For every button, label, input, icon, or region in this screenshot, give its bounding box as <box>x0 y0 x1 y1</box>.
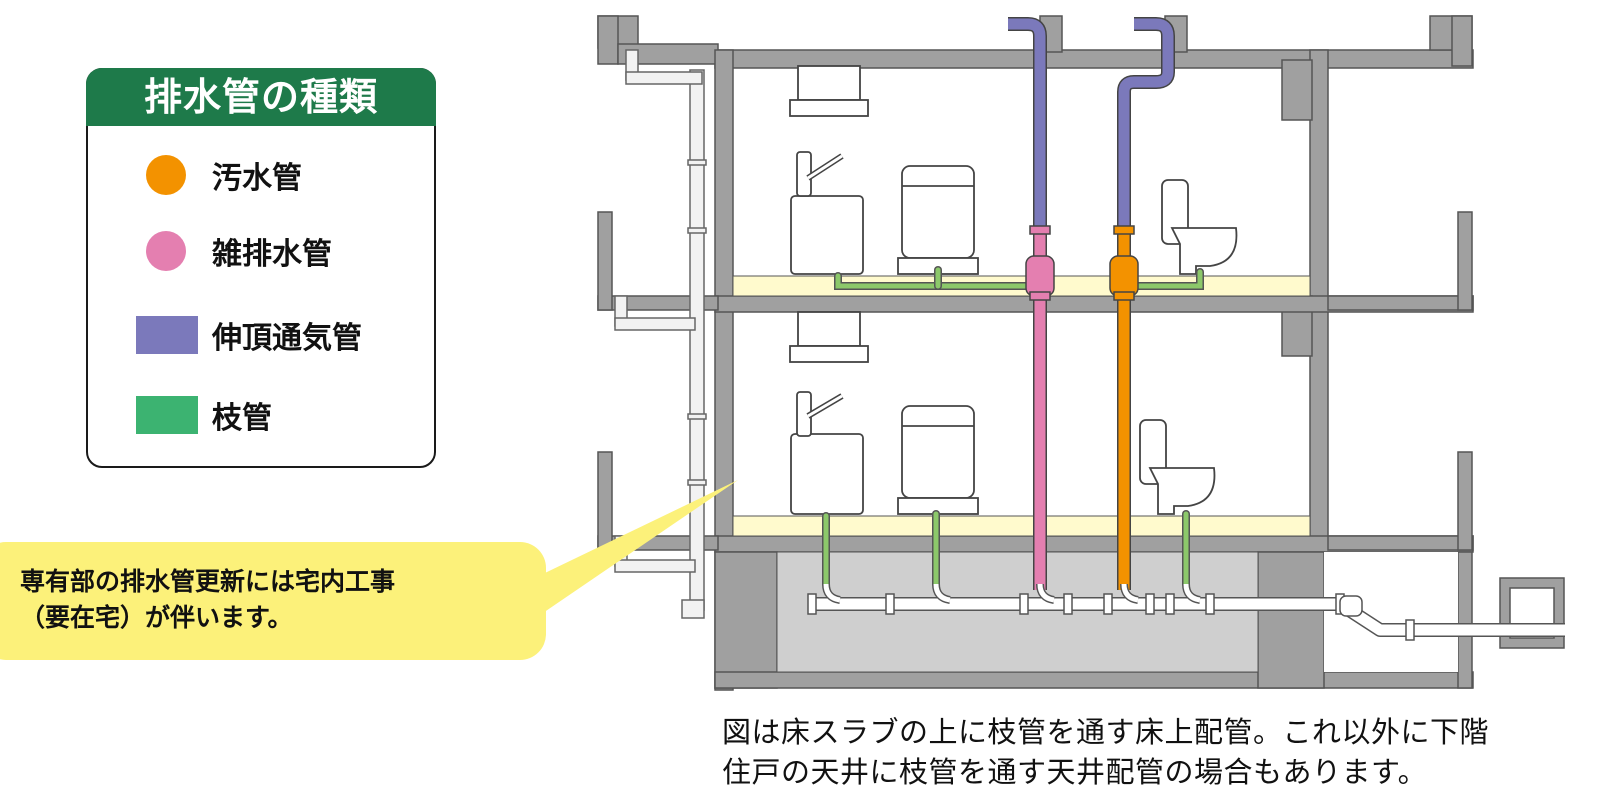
pipe-type-legend: 排水管の種類 汚水管 雑排水管 伸頂通気管 枝管 <box>86 68 436 468</box>
main-drain-pipe <box>807 583 1565 641</box>
toilet-icon <box>1139 419 1216 515</box>
callout-pointer <box>520 480 738 615</box>
purple-square-icon <box>136 316 198 354</box>
legend-label: 伸頂通気管 <box>212 321 362 356</box>
legend-label: 汚水管 <box>212 161 302 196</box>
pink-circle-icon <box>146 231 186 271</box>
legend-item-grey-water: 雑排水管 <box>128 226 332 276</box>
kitchen-sink-icon <box>790 433 864 515</box>
caption-line-2: 住戸の天井に枝管を通す天井配管の場合もあります。 <box>722 755 1428 789</box>
lower-floor-finish <box>732 515 1311 537</box>
orange-circle-icon <box>146 155 186 195</box>
green-square-icon <box>136 396 198 434</box>
washing-machine-icon <box>901 165 975 259</box>
callout-box: 専有部の排水管更新には宅内工事 （要在宅）が伴います。 <box>0 542 546 660</box>
legend-title: 排水管の種類 <box>86 68 436 126</box>
washing-machine-icon <box>901 405 975 499</box>
kitchen-sink-icon <box>790 195 864 275</box>
callout-line-1: 専有部の排水管更新には宅内工事 <box>20 567 396 596</box>
legend-item-vent: 伸頂通気管 <box>128 310 362 360</box>
legend-label: 枝管 <box>212 401 272 436</box>
pit-space <box>776 551 1259 673</box>
sewage-stack <box>1109 225 1139 590</box>
concrete-structure <box>597 15 1565 691</box>
diagram-caption: 図は床スラブの上に枝管を通す床上配管。これ以外に下階 住戸の天井に枝管を通す天井… <box>722 712 1489 792</box>
toilet-icon <box>1161 179 1238 275</box>
upper-fixtures <box>789 65 1238 275</box>
lower-fixtures <box>789 311 1216 515</box>
legend-item-sewage: 汚水管 <box>128 150 302 200</box>
callout-line-2: （要在宅）が伴います。 <box>20 603 293 632</box>
legend-label: 雑排水管 <box>212 237 332 272</box>
grey-water-stack <box>1025 225 1055 590</box>
callout-text: 専有部の排水管更新には宅内工事 （要在宅）が伴います。 <box>20 564 395 636</box>
range-hood-icon <box>797 65 861 101</box>
caption-line-1: 図は床スラブの上に枝管を通す床上配管。これ以外に下階 <box>722 715 1490 749</box>
branch-pipes <box>822 266 1204 588</box>
range-hood-icon <box>797 311 861 347</box>
vent-stacks <box>1008 17 1175 226</box>
legend-item-branch: 枝管 <box>128 390 272 440</box>
